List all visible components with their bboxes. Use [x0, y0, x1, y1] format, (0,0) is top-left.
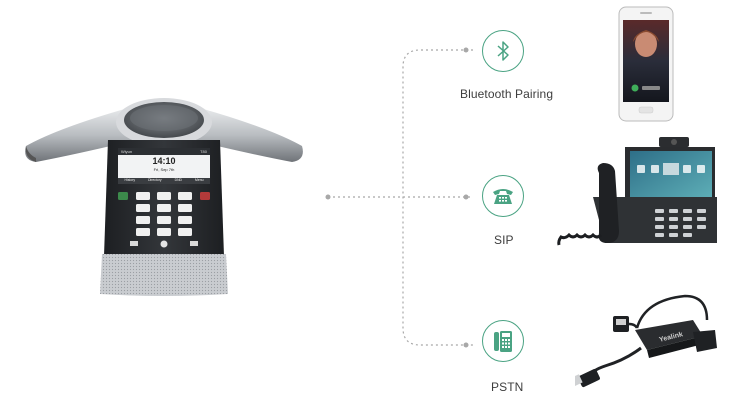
phone-screen: Wiyun T80 14:10 Fri, Sep 7th History Dir… — [118, 148, 210, 184]
screen-status-right: T80 — [200, 149, 207, 154]
pstn-node — [482, 320, 524, 362]
pstn-adapter-image: Yealink — [575, 294, 717, 388]
bluetooth-icon — [495, 40, 511, 62]
softkey-directory[interactable]: Directory — [148, 178, 162, 182]
smartphone-image — [618, 6, 674, 122]
screen-date: Fri, Sep 7th — [153, 167, 175, 172]
softkey-history[interactable]: History — [124, 178, 136, 182]
pstn-label: PSTN — [491, 380, 524, 394]
desk-phone-icon — [491, 186, 515, 206]
softkey-menu[interactable]: Menu — [195, 178, 204, 182]
softkey-dnd[interactable]: DND — [174, 178, 182, 182]
bluetooth-label: Bluetooth Pairing — [460, 87, 554, 101]
sip-node — [482, 175, 524, 217]
sip-label: SIP — [494, 233, 514, 247]
screen-status-left: Wiyun — [121, 149, 133, 154]
conference-phone-image — [25, 98, 303, 296]
pstn-phone-icon — [492, 329, 514, 353]
ip-desk-phone-image — [557, 137, 717, 246]
screen-softkeys: History Directory DND Menu — [118, 178, 210, 182]
screen-time: 14:10 — [152, 156, 176, 166]
bluetooth-node — [482, 30, 524, 72]
